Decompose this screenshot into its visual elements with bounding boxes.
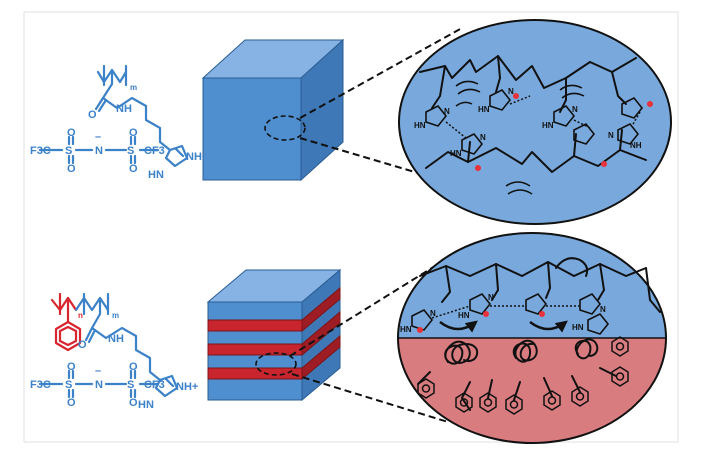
bottom-anion-minus: – bbox=[95, 365, 101, 377]
bottom-anion-n: N bbox=[95, 379, 103, 391]
bottom-zoom-n-c: N bbox=[600, 305, 606, 314]
top-zoom-chains bbox=[419, 55, 647, 173]
bottom-anion-o3: O bbox=[129, 361, 138, 373]
bottom-anion-f3c: F3C bbox=[30, 379, 51, 391]
top-ring-hn: HN bbox=[148, 169, 164, 181]
top-anion-s1: S bbox=[65, 145, 72, 157]
top-anion-s2: S bbox=[127, 145, 134, 157]
bottom-carbonyl-o: O bbox=[78, 339, 87, 351]
bottom-anion-o4: O bbox=[129, 397, 138, 409]
top-zoom-hn-b: HN bbox=[478, 105, 490, 114]
bottom-anion-s2: S bbox=[127, 379, 134, 391]
top-cube-front-face bbox=[202, 77, 302, 181]
lamella-red-side-2 bbox=[301, 310, 341, 357]
top-zoom-hn-c: HN bbox=[542, 121, 554, 130]
top-zoom-n-d: N bbox=[480, 133, 486, 142]
bottom-zoom-hn-c: HN bbox=[572, 323, 584, 332]
bottom-anion-s1: S bbox=[65, 379, 72, 391]
bottom-subscript-m: m bbox=[112, 311, 119, 320]
lamella-red-2 bbox=[207, 343, 303, 356]
phenyl-ring bbox=[479, 392, 497, 413]
top-anion-o4: O bbox=[129, 163, 138, 175]
top-zoom-line-upper bbox=[299, 27, 463, 119]
bottom-zoom-phenyl-rings bbox=[417, 336, 629, 415]
top-anion-f3c: F3C bbox=[30, 145, 51, 157]
lamella-red-1 bbox=[207, 319, 303, 332]
bottom-zoom-ellipse bbox=[397, 232, 667, 444]
phenyl-ring bbox=[505, 394, 523, 415]
top-cube-focus-region bbox=[264, 115, 306, 141]
top-zoom-ellipse bbox=[398, 19, 672, 225]
phenyl-ring bbox=[611, 336, 629, 357]
bottom-lamellar-cube bbox=[206, 268, 342, 402]
bottom-anion-o2: O bbox=[67, 397, 76, 409]
proton-hop-arrow-right bbox=[529, 320, 568, 333]
phenyl-ring bbox=[417, 378, 435, 399]
phenyl-ring bbox=[571, 386, 589, 407]
bottom-zoom-protons bbox=[417, 311, 545, 333]
top-cube bbox=[201, 38, 345, 182]
bottom-zoom-hn-b: HN bbox=[458, 311, 470, 320]
top-zoom-hn-d: HN bbox=[450, 149, 462, 158]
top-zoom-hbonds bbox=[445, 95, 641, 139]
top-zoom-n-a: N bbox=[444, 107, 450, 116]
phenyl-ring bbox=[543, 390, 561, 411]
bottom-styrene-block bbox=[50, 292, 82, 352]
lamella-red-side-1 bbox=[301, 286, 341, 333]
top-anion-o3: O bbox=[129, 127, 138, 139]
top-zoom-line-lower bbox=[299, 137, 463, 187]
top-anion-o2: O bbox=[67, 163, 76, 175]
bottom-anion-o1: O bbox=[67, 361, 76, 373]
phenyl-ring bbox=[455, 392, 473, 413]
bottom-zoom-chains bbox=[419, 257, 661, 313]
top-anion-cf3: CF3 bbox=[144, 145, 165, 157]
top-zoom-n-b: N bbox=[508, 87, 514, 96]
top-zoom-nh-e: NH bbox=[630, 141, 642, 150]
bottom-zoom-hbonds bbox=[431, 305, 580, 319]
bottom-zoom-proton-hop-arrows bbox=[439, 320, 568, 333]
top-polymer-structure bbox=[38, 64, 189, 168]
top-zoom-protons bbox=[475, 93, 653, 171]
bottom-zoom-line-lower bbox=[291, 373, 449, 423]
bottom-polymer-structure bbox=[38, 292, 179, 399]
bottom-zoom-hn-a: HN bbox=[400, 325, 412, 334]
bottom-zoom-labels: HN N HN N HN N bbox=[400, 293, 606, 334]
top-polymer-labels: m O NH NH+ HN F3C S – N S CF3 O O O O bbox=[30, 83, 208, 181]
top-zoom-view: HN N HN N HN N HN N N NH bbox=[398, 19, 672, 225]
bottom-amide-nh: NH bbox=[108, 333, 124, 345]
top-zoom-n-c: N bbox=[572, 105, 578, 114]
top-carbonyl-o: O bbox=[88, 109, 97, 121]
bottom-ring-nh-plus: NH+ bbox=[176, 381, 198, 393]
bottom-anion-cf3: CF3 bbox=[144, 379, 165, 391]
top-amide-nh: NH bbox=[116, 103, 132, 115]
top-zoom-labels: HN N HN N HN N HN N N NH bbox=[414, 87, 642, 158]
top-zoom-n-e: N bbox=[608, 131, 614, 140]
top-zoom-imidazoles bbox=[425, 88, 644, 155]
top-zoom-hn-a: HN bbox=[414, 121, 426, 130]
bottom-subscript-n: n bbox=[78, 311, 83, 320]
bottom-zoom-n-b: N bbox=[488, 293, 494, 302]
top-anion-minus: – bbox=[95, 131, 101, 143]
top-anion-o1: O bbox=[67, 127, 76, 139]
bottom-zoom-imidazoles bbox=[411, 292, 610, 335]
phenyl-ring bbox=[611, 366, 629, 387]
bottom-polymer-labels: n m O NH NH+ HN F3C S – N S CF3 O O O O bbox=[30, 311, 198, 411]
proton-hop-arrow-left bbox=[439, 320, 478, 333]
lamella-red-side-3 bbox=[301, 334, 341, 381]
top-subscript-m: m bbox=[130, 83, 137, 92]
top-zoom-motion-arcs bbox=[455, 80, 585, 195]
bottom-cube-focus-region bbox=[255, 352, 297, 376]
bottom-zoom-n-a: N bbox=[430, 309, 436, 318]
top-anion-n: N bbox=[95, 145, 103, 157]
bottom-ring-hn: HN bbox=[138, 399, 154, 411]
